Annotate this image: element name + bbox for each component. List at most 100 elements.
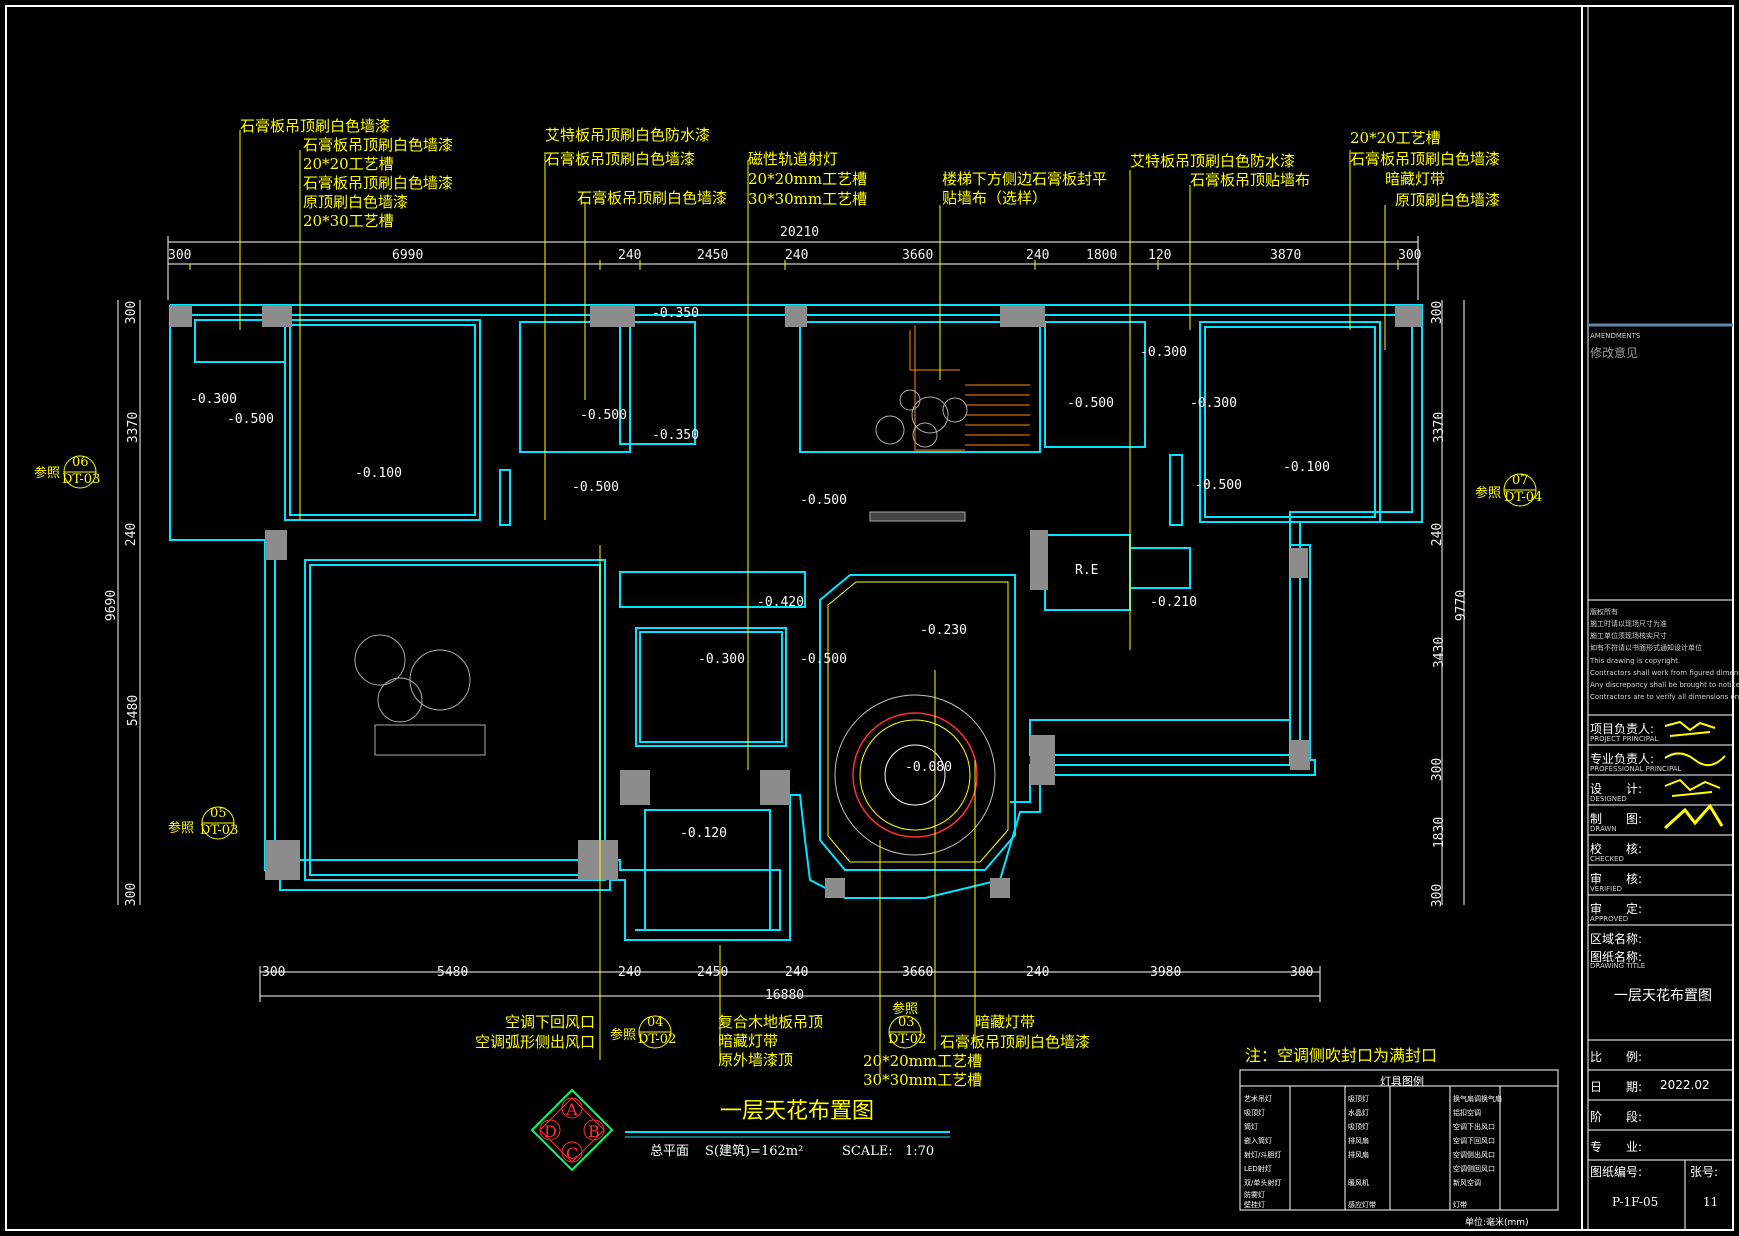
level-mark: -0.300 <box>698 652 745 667</box>
dim-top-3: 2450 <box>697 248 729 263</box>
annotation-bottom-right-2: 石膏板吊顶刷白色墙漆 <box>940 1033 1091 1051</box>
amendments-label: 修改意见 <box>1590 346 1639 360</box>
ref-code-06: DT-03 <box>62 472 101 487</box>
legend-col3-2: 空调下出风口 <box>1453 1123 1495 1131</box>
annotation-top-right1-2: 石膏板吊顶贴墙布 <box>1190 171 1311 189</box>
level-mark: -0.210 <box>1150 595 1197 610</box>
field-drawn: 制 图: <box>1590 812 1643 826</box>
legend-col3-3: 空调下回风口 <box>1453 1137 1495 1145</box>
annotation-top-mid-2: 石膏板吊顶刷白色墙漆 <box>545 150 696 168</box>
ref-code-07: DT-04 <box>1504 490 1543 505</box>
dim-left-0: 300 <box>124 300 140 325</box>
date-field-value: 2022.02 <box>1660 1078 1710 1092</box>
legend-col1-4: 射灯/斗胆灯 <box>1244 1151 1282 1159</box>
scale-value: 1:70 <box>905 1144 935 1159</box>
compass-letter-a: A <box>566 1100 578 1119</box>
annotation-top-left-5: 原顶刷白色墙漆 <box>303 193 409 211</box>
copyright-7: Contractors are to verify all dimensions… <box>1590 693 1739 701</box>
stair-lines <box>909 325 1030 451</box>
legend-col3-5: 空调侧回风口 <box>1453 1165 1495 1173</box>
dim-right-6: 1830 <box>1432 816 1448 849</box>
copyright-4: This drawing is copyright. <box>1590 657 1681 665</box>
ref-label-07: 参照 <box>1475 486 1502 501</box>
annotation-stair-1: 楼梯下方侧边石膏板封平 <box>942 170 1108 188</box>
field-verified: 审 核: <box>1590 872 1643 886</box>
annotation-top-mid2-1: 磁性轨道射灯 <box>748 150 839 168</box>
dim-left-3: 9690 <box>104 589 120 622</box>
lighting-legend-table <box>1239 1069 1559 1211</box>
annotation-top-mid-1: 艾特板吊顶刷白色防水漆 <box>545 126 711 144</box>
dim-right-2: 240 <box>1430 522 1446 547</box>
drawing-no: P-1F-05 <box>1612 1195 1659 1209</box>
legend-col1-6: 双/单头射灯 <box>1244 1179 1282 1187</box>
dim-bottom-2: 240 <box>618 965 642 980</box>
level-mark: -0.500 <box>800 652 847 667</box>
ref-code-05: DT-03 <box>200 823 239 838</box>
ref-label-06: 参照 <box>34 466 61 481</box>
level-mark: -0.300 <box>1140 345 1187 360</box>
annotation-top-right2-1: 20*20工艺槽 <box>1350 129 1441 147</box>
drawing-name: 一层天花布置图 <box>1614 988 1712 1004</box>
legend-col3-8: 灯带 <box>1453 1201 1467 1209</box>
legend-col2-8: 感应灯带 <box>1348 1201 1376 1209</box>
legend-col2-6: 暖风机 <box>1348 1179 1369 1187</box>
legend-col2-4: 排风扇 <box>1348 1151 1369 1159</box>
ref-code-03: DT-02 <box>888 1032 927 1047</box>
dim-right-4: 3430 <box>1432 636 1448 669</box>
legend-col2-2: 吸顶灯 <box>1348 1123 1369 1131</box>
level-mark: -0.500 <box>800 493 847 508</box>
level-mark: -0.350 <box>652 428 699 443</box>
copyright-5: Contractors shall work from figured dime… <box>1590 669 1739 677</box>
annotation-top-right2-2: 石膏板吊顶刷白色墙漆 <box>1350 150 1501 168</box>
ref-num-06: 06 <box>72 455 89 470</box>
dim-bottom-total: 16880 <box>765 988 805 1003</box>
dim-bottom-7: 3980 <box>1150 965 1182 980</box>
stage-field-label: 阶 段: <box>1590 1110 1643 1124</box>
annotation-top-mid-3: 石膏板吊顶刷白色墙漆 <box>577 189 728 207</box>
annotation-bottom-left-2: 空调弧形侧出风口 <box>475 1033 596 1051</box>
area-value: S(建筑)=162m² <box>705 1144 804 1159</box>
dim-right-3: 9770 <box>1454 589 1470 622</box>
copyright-1: 施工时请以现场尺寸为准 <box>1590 620 1667 628</box>
reference-markers <box>63 455 1537 1049</box>
annotation-top-mid2-2: 20*20mm工艺槽 <box>748 170 868 188</box>
level-mark: -0.100 <box>355 466 402 481</box>
dim-bottom-3: 2450 <box>697 965 729 980</box>
dim-right-7: 300 <box>1430 883 1446 908</box>
note-text: 注：空调侧吹封口为满封口 <box>1245 1046 1438 1065</box>
annotation-bottom-right2-1: 20*20mm工艺槽 <box>863 1052 983 1070</box>
annotation-bottom-right2-2: 30*30mm工艺槽 <box>863 1071 983 1089</box>
amendments-en: AMENDMENTS <box>1590 332 1641 340</box>
field-designed-sub: DESIGNED <box>1590 795 1627 803</box>
level-mark: -0.120 <box>680 826 727 841</box>
level-mark: -0.500 <box>227 412 274 427</box>
annotation-top-left-2: 石膏板吊顶刷白色墙漆 <box>303 136 454 154</box>
legend-col3-1: 铝扣空调 <box>1453 1109 1481 1117</box>
field-drawn-sub: DRAWN <box>1590 825 1617 833</box>
dim-top-2: 240 <box>618 248 642 263</box>
annotation-stair-2: 贴墙布（选样） <box>942 189 1048 207</box>
dim-bottom-1: 5480 <box>437 965 469 980</box>
level-mark: R.E <box>1075 563 1099 578</box>
annotation-top-right1-1: 艾特板吊顶刷白色防水漆 <box>1130 152 1296 170</box>
annotation-top-left-4: 石膏板吊顶刷白色墙漆 <box>303 174 454 192</box>
sheet-no-label: 张号: <box>1690 1165 1719 1179</box>
drawing-name-label-visible: 图纸名称: <box>1590 950 1643 964</box>
scale-field-label: 比 例: <box>1590 1050 1643 1064</box>
annotation-bottom-right-1: 暗藏灯带 <box>975 1013 1036 1031</box>
dim-left-1: 3370 <box>126 411 142 444</box>
dim-left-5: 300 <box>124 882 140 907</box>
sheet-border <box>5 5 1734 1231</box>
annotation-bottom-mid-1: 复合木地板吊顶 <box>718 1013 824 1031</box>
dim-right-0: 300 <box>1430 300 1446 325</box>
level-mark: -0.500 <box>1195 478 1242 493</box>
field-checked-sub: CHECKED <box>1590 855 1624 863</box>
dim-top-5: 3660 <box>902 248 934 263</box>
drawing-name-sub: DRAWING TITLE <box>1590 962 1646 970</box>
field-approved: 审 定: <box>1590 902 1643 916</box>
scale-label: SCALE: <box>842 1144 893 1159</box>
dim-top-0: 300 <box>168 248 192 263</box>
compass-letter-d: D <box>544 1122 557 1141</box>
legend-col2-3: 排风扇 <box>1348 1137 1369 1145</box>
compass-letter-b: B <box>588 1122 600 1141</box>
